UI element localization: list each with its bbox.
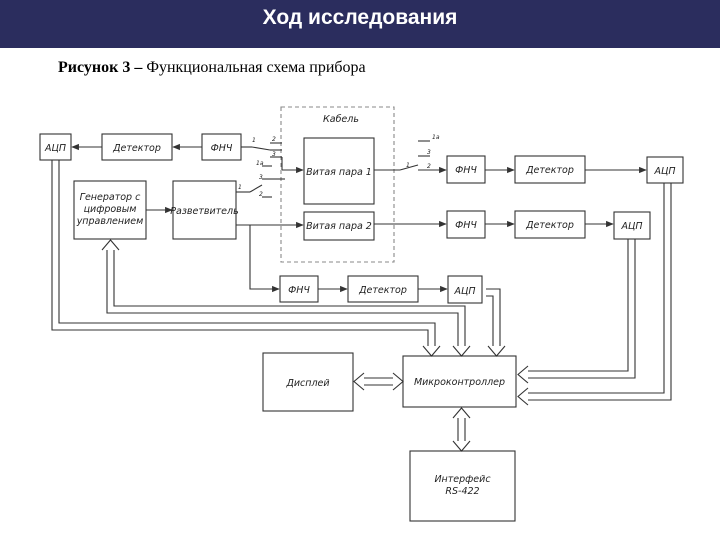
display-block <box>262 352 354 412</box>
detector-top-label: Детектор <box>112 143 161 154</box>
interface-label-1: Интерфейс <box>434 474 491 485</box>
generator-label-1: Генератор с <box>80 192 141 203</box>
sw2-label-2: 2 <box>259 191 263 198</box>
splitter-block <box>172 180 237 240</box>
sw1-label-3: 3 <box>272 151 276 158</box>
conn-splitter-lpf-bottom <box>249 225 280 293</box>
adc-right-2-label: АЦП <box>620 221 642 232</box>
switch-1 <box>241 142 304 174</box>
sw3-label-1: 1 <box>406 162 410 169</box>
adc-right-2-block <box>613 211 651 240</box>
adc-bottom-label: АЦП <box>453 286 475 297</box>
caption-text: Функциональная схема прибора <box>146 59 366 76</box>
bus-generator-mc <box>101 239 471 357</box>
sw1-label-1: 1 <box>252 137 256 144</box>
cable-region <box>280 106 395 263</box>
display-label: Дисплей <box>285 378 329 389</box>
switch-3 <box>374 140 447 174</box>
lpf-right-2-label: ФНЧ <box>455 220 477 231</box>
lpf-top-label: ФНЧ <box>211 143 233 154</box>
splitter-label: Разветвитель <box>170 206 238 217</box>
header-bar: Ход исследования <box>0 0 720 48</box>
sw2-label-3: 3 <box>259 174 263 181</box>
sw2-label-1a: 1а <box>256 160 264 167</box>
detector-bottom-label: Детектор <box>358 285 407 296</box>
lpf-right-1-label: ФНЧ <box>455 165 477 176</box>
interface-label-2: RS-422 <box>445 486 479 497</box>
sw3-label-1a: 1а <box>432 134 440 141</box>
lpf-bottom-label: ФНЧ <box>288 285 310 296</box>
generator-label-2: цифровым <box>84 204 137 215</box>
adc-top-left-label: АЦП <box>44 143 66 154</box>
twisted-pair-2-block <box>303 211 375 241</box>
adc-bottom-block <box>447 275 483 304</box>
page-title: Ход исследования <box>262 6 458 29</box>
caption-number: Рисунок 3 – <box>58 59 143 76</box>
twisted-pair-1-label: Витая пара 1 <box>306 167 372 178</box>
bus-adc-bottom-mc <box>486 288 506 357</box>
twisted-pair-1-block <box>303 137 375 205</box>
sw2-label-1: 1 <box>238 184 242 191</box>
switch-2 <box>236 165 285 198</box>
microcontroller-label: Микроконтроллер <box>414 377 505 388</box>
bus-adc-right-2-mc <box>517 239 636 384</box>
interface-block <box>409 450 516 522</box>
bus-mc-interface <box>452 407 471 452</box>
detector-right-1-label: Детектор <box>525 165 574 176</box>
cable-label: Кабель <box>323 114 359 125</box>
detector-right-2-label: Детектор <box>525 220 574 231</box>
adc-right-1-label: АЦП <box>653 166 675 177</box>
adc-right-1-block <box>646 156 684 184</box>
twisted-pair-2-label: Витая пара 2 <box>306 221 372 232</box>
bus-adc-top-left-mc <box>51 160 441 357</box>
sw3-label-3: 3 <box>427 149 431 156</box>
bus-adc-right-1-mc <box>517 183 672 406</box>
figure-caption: Рисунок 3 – Функциональная схема прибора <box>58 59 366 77</box>
sw1-label-2: 2 <box>272 136 276 143</box>
generator-label-3: управлением <box>76 216 144 227</box>
adc-top-left-block <box>39 133 72 161</box>
sw3-label-2: 2 <box>427 163 431 170</box>
bus-display-mc <box>353 372 404 391</box>
